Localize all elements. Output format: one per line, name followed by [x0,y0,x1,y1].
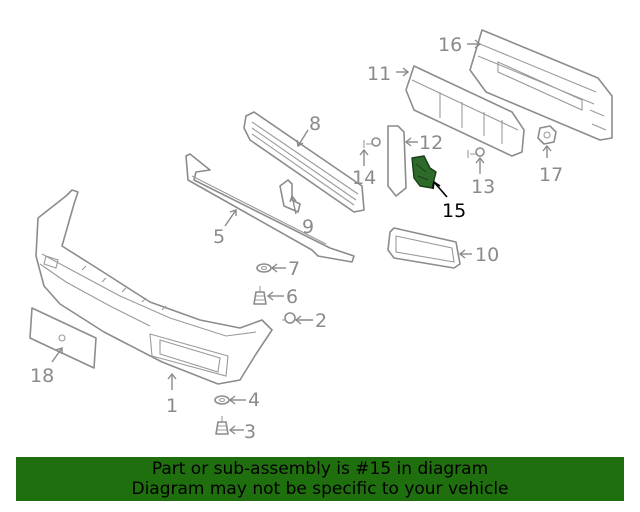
banner-line-2: Diagram may not be specific to your vehi… [131,479,509,499]
part-4-drawing [214,395,230,405]
callout-9[interactable]: 9 [302,216,314,238]
callout-1[interactable]: 1 [166,395,178,417]
part-17-drawing [537,125,557,145]
callout-17[interactable]: 17 [539,164,563,186]
part-13-drawing [467,147,485,158]
part-7-drawing [256,263,272,273]
leader-lines [51,39,552,435]
part-16-drawing [469,29,613,141]
part-3-drawing [215,416,229,435]
part-10-drawing [387,227,461,269]
callout-14[interactable]: 14 [352,167,376,189]
callout-6[interactable]: 6 [286,286,298,308]
part-2-drawing [282,312,296,324]
part-11-drawing [405,65,525,157]
leader-15-arrowhead [432,180,441,190]
callout-12[interactable]: 12 [419,132,443,154]
part-1-drawing [35,189,273,385]
callout-8[interactable]: 8 [309,113,321,135]
leader-15 [433,181,448,198]
diagram-note-banner: Part or sub-assembly is #15 in diagram D… [16,457,624,501]
diagram-canvas: 16 11 8 12 14 13 17 15 9 5 10 7 6 2 18 1… [29,29,613,443]
part-6-drawing [253,286,267,305]
callout-5[interactable]: 5 [213,226,225,248]
part-15-drawing [411,155,437,189]
banner-line-1: Part or sub-assembly is #15 in diagram [151,459,489,479]
part-8-drawing [243,111,365,213]
callout-15[interactable]: 15 [442,200,466,222]
callout-3[interactable]: 3 [244,421,256,443]
callout-11[interactable]: 11 [367,63,391,85]
part-18-drawing [29,307,97,369]
callout-10[interactable]: 10 [475,244,499,266]
part-5-drawing [185,153,355,263]
callout-4[interactable]: 4 [248,389,260,411]
part-14-drawing [363,137,381,148]
part-9-drawing [279,179,301,213]
callout-13[interactable]: 13 [471,176,495,198]
part-12-drawing [387,125,407,197]
callout-18[interactable]: 18 [30,365,54,387]
callout-2[interactable]: 2 [315,310,327,332]
callout-7[interactable]: 7 [288,258,300,280]
callout-16[interactable]: 16 [438,34,462,56]
